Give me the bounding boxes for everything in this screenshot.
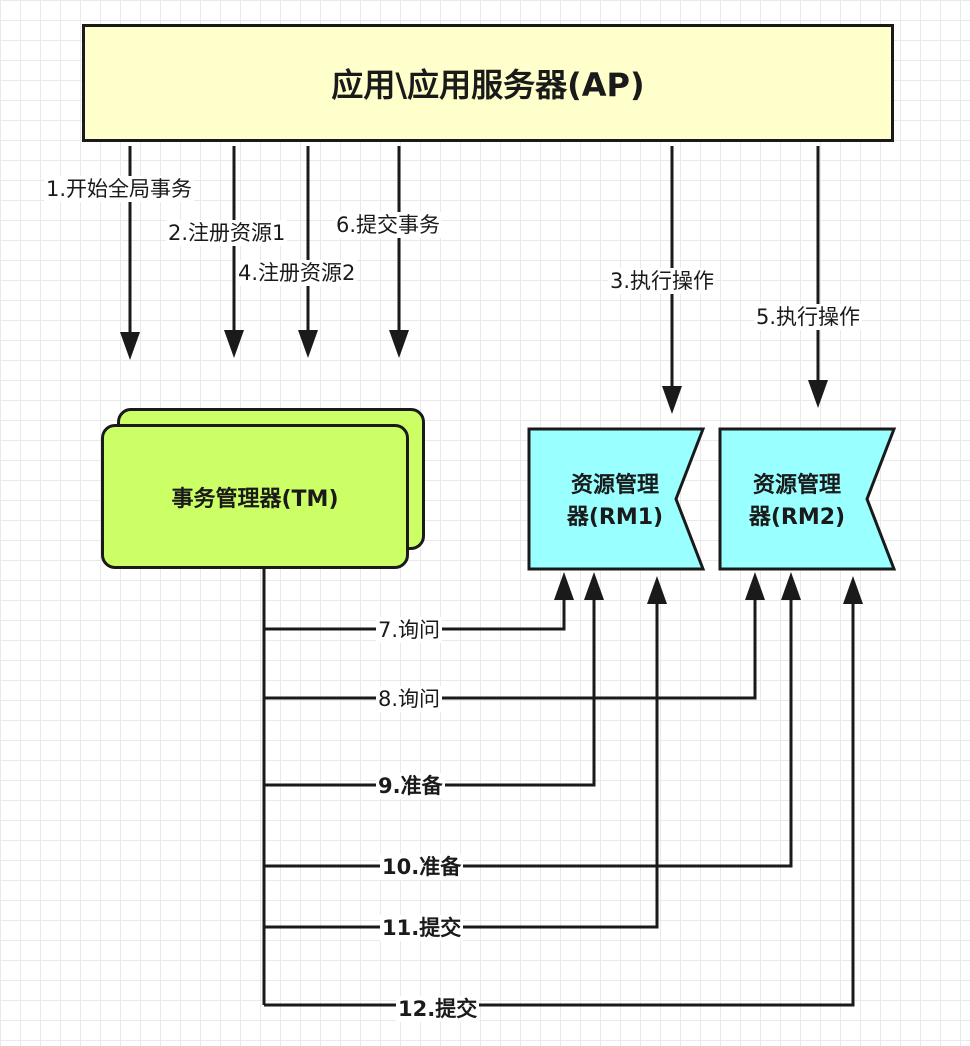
step-6-label: 6.提交事务: [334, 212, 443, 238]
resource-manager-2-line2: 器(RM2): [748, 505, 846, 530]
resource-manager-2-line1: 资源管理: [752, 473, 841, 498]
application-server-box: 应用\应用服务器(AP): [82, 24, 894, 142]
arrow-5-head: [808, 380, 828, 408]
arrow-7-head: [554, 572, 574, 600]
arrow-12-line: [264, 600, 855, 1007]
transaction-manager-label: 事务管理器(TM): [171, 486, 339, 512]
arrow-12-head: [843, 576, 863, 604]
arrow-11-head: [647, 576, 667, 604]
step-4-label: 4.注册资源2: [236, 260, 358, 286]
step-3-label: 3.执行操作: [608, 268, 717, 294]
arrow-9-head: [584, 572, 604, 600]
arrow-4-head: [298, 330, 318, 358]
arrow-10-head: [781, 572, 801, 600]
step-5-label: 5.执行操作: [754, 304, 863, 330]
step-9-label: 9.准备: [376, 773, 445, 799]
resource-manager-2-shape: [718, 427, 897, 571]
transaction-manager-box: 事务管理器(TM): [101, 424, 409, 569]
step-7-label: 7.询问: [376, 617, 443, 643]
resource-manager-1-shape: [527, 427, 706, 571]
application-server-label: 应用\应用服务器(AP): [331, 66, 645, 104]
arrow-1-head: [120, 332, 140, 360]
step-11-label: 11.提交: [380, 915, 464, 941]
arrow-9-line: [264, 596, 596, 787]
arrow-3-head: [662, 386, 682, 414]
arrow-6-head: [389, 330, 409, 358]
step-2-label: 2.注册资源1: [166, 220, 288, 246]
step-8-label: 8.询问: [376, 686, 443, 712]
step-10-label: 10.准备: [380, 854, 464, 880]
resource-manager-1-line2: 器(RM1): [566, 505, 664, 530]
resource-manager-1-line1: 资源管理: [570, 473, 659, 498]
resource-manager-1-label: 资源管理 器(RM1): [540, 470, 690, 534]
arrow-8-line: [264, 596, 757, 700]
arrow-7-line: [264, 596, 566, 631]
resource-manager-2-label: 资源管理 器(RM2): [722, 470, 872, 534]
step-1-label: 1.开始全局事务: [44, 176, 195, 202]
arrow-2-head: [224, 330, 244, 358]
step-12-label: 12.提交: [396, 996, 480, 1022]
arrow-10-line: [264, 596, 793, 868]
arrow-8-head: [745, 572, 765, 600]
